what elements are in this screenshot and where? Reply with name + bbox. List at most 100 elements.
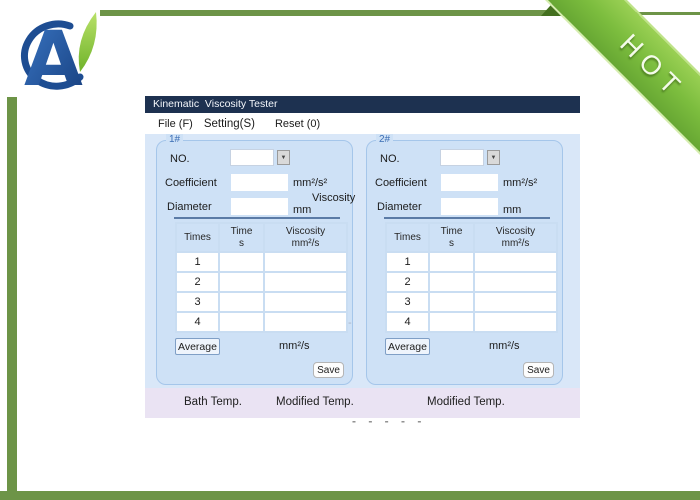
- row-number-cell: 4: [175, 311, 220, 333]
- no-combobox[interactable]: ▼: [440, 149, 500, 166]
- viscosity-cell: [473, 311, 558, 333]
- row-number-cell: 2: [175, 271, 220, 293]
- time-cell: [218, 311, 265, 333]
- viscosity-cell: [473, 251, 558, 273]
- header-time: Time s: [428, 222, 475, 253]
- header-times-text: Times: [394, 231, 421, 243]
- header-time: Time s: [218, 222, 265, 253]
- viscosity-cell: [473, 271, 558, 293]
- panel-1: 1# NO. ▼ Coefficient mm²/s² Diameter mm …: [156, 134, 356, 385]
- table-row: 1: [175, 251, 348, 273]
- average-button[interactable]: Average: [175, 338, 220, 355]
- diameter-input[interactable]: [441, 198, 498, 215]
- no-combobox-field[interactable]: [230, 149, 274, 166]
- header-viscosity-text: Viscosity: [285, 225, 326, 237]
- no-label: NO.: [170, 153, 190, 165]
- time-cell: [218, 271, 265, 293]
- table-row: 4: [385, 311, 558, 333]
- readings-table: Times Time s Viscosity mm²/s 1: [385, 222, 558, 333]
- bottom-green-bar: [0, 491, 700, 500]
- no-combobox-field[interactable]: [440, 149, 484, 166]
- logo-ring: [20, 20, 84, 90]
- average-unit: mm²/s: [489, 340, 520, 352]
- menu-file[interactable]: File (F): [158, 117, 193, 130]
- readings-table: Times Time s Viscosity mm²/s 1: [175, 222, 348, 333]
- row-number-cell: 2: [385, 271, 430, 293]
- diameter-input[interactable]: [231, 198, 288, 215]
- modified-temp-label-right: Modified Temp.: [427, 396, 505, 408]
- menu-bar: File (F) Setting(S) Reset (0): [145, 113, 580, 134]
- table-row: 4: [175, 311, 348, 333]
- row-number-cell: 1: [175, 251, 220, 273]
- viscosity-cell: [263, 271, 348, 293]
- table-header-row: Times Time s Viscosity mm²/s: [385, 222, 558, 253]
- time-cell: [428, 251, 475, 273]
- coefficient-label: Coefficient: [165, 177, 217, 189]
- no-combobox[interactable]: ▼: [230, 149, 290, 166]
- coefficient-label: Coefficient: [375, 177, 427, 189]
- divider: [174, 217, 340, 219]
- header-times: Times: [175, 222, 220, 253]
- average-unit: mm²/s: [279, 340, 310, 352]
- row-number-cell: 4: [385, 311, 430, 333]
- table-header-row: Times Time s Viscosity mm²/s: [175, 222, 348, 253]
- brand-logo: A: [20, 12, 97, 96]
- chevron-down-icon[interactable]: ▼: [487, 150, 500, 165]
- no-label: NO.: [380, 153, 400, 165]
- header-time-unit: s: [239, 237, 244, 249]
- table-row: 3: [385, 291, 558, 313]
- coefficient-input[interactable]: [441, 174, 498, 191]
- save-button[interactable]: Save: [523, 362, 554, 378]
- coefficient-unit: mm²/s²: [293, 177, 328, 189]
- diameter-unit: mm: [293, 204, 312, 216]
- header-viscosity-text: Viscosity: [495, 225, 536, 237]
- menu-reset[interactable]: Reset (0): [274, 117, 321, 130]
- coefficient-input[interactable]: [231, 174, 288, 191]
- page-dashes-mark: - - - - -: [352, 414, 426, 428]
- hot-ribbon-label: HOT: [614, 27, 692, 105]
- time-cell: [428, 311, 475, 333]
- diameter-unit: mm: [503, 204, 522, 216]
- time-cell: [218, 251, 265, 273]
- chevron-down-icon[interactable]: ▼: [277, 150, 290, 165]
- panel-2: 2# NO. ▼ Coefficient mm²/s² Diameter mm …: [366, 134, 563, 385]
- table-row: 3: [175, 291, 348, 313]
- divider: [384, 217, 550, 219]
- table-row: 2: [175, 271, 348, 293]
- row-number-cell: 3: [385, 291, 430, 313]
- window-title-bar: Kinematic Viscosity Tester: [145, 96, 580, 113]
- time-cell: [428, 291, 475, 313]
- coefficient-unit: mm²/s²: [503, 177, 538, 189]
- top-green-bar: [100, 10, 562, 16]
- app-window: Kinematic Viscosity Tester File (F) Sett…: [145, 96, 580, 418]
- viscosity-cell: [263, 291, 348, 313]
- logo-letter: A: [24, 14, 83, 96]
- modified-temp-label-left: Modified Temp.: [276, 396, 354, 408]
- header-times-text: Times: [184, 231, 211, 243]
- viscosity-cell: [263, 251, 348, 273]
- header-time-text: Time: [230, 225, 253, 237]
- save-button[interactable]: Save: [313, 362, 344, 378]
- logo-leaf: [78, 12, 97, 72]
- header-time-unit: s: [449, 237, 454, 249]
- average-button[interactable]: Average: [385, 338, 430, 355]
- header-viscosity-unit: mm²/s: [291, 237, 320, 249]
- table-row: 2: [385, 271, 558, 293]
- diameter-label: Diameter: [167, 201, 212, 213]
- viscosity-cell: [263, 311, 348, 333]
- left-green-bar: [7, 97, 17, 500]
- time-cell: [218, 291, 265, 313]
- footer-strip: Bath Temp. Modified Temp. Modified Temp.: [145, 388, 580, 418]
- header-times: Times: [385, 222, 430, 253]
- menu-setting[interactable]: Setting(S): [203, 117, 255, 130]
- row-number-cell: 3: [175, 291, 220, 313]
- viscosity-label: Viscosity: [312, 192, 356, 204]
- diameter-label: Diameter: [377, 201, 422, 213]
- mid-dash-mark: -: [348, 317, 352, 329]
- bath-temp-label: Bath Temp.: [184, 396, 242, 408]
- group-label-2: 2#: [376, 134, 394, 146]
- group-label-1: 1#: [166, 134, 184, 146]
- table-row: 1: [385, 251, 558, 273]
- viscosity-cell: [473, 291, 558, 313]
